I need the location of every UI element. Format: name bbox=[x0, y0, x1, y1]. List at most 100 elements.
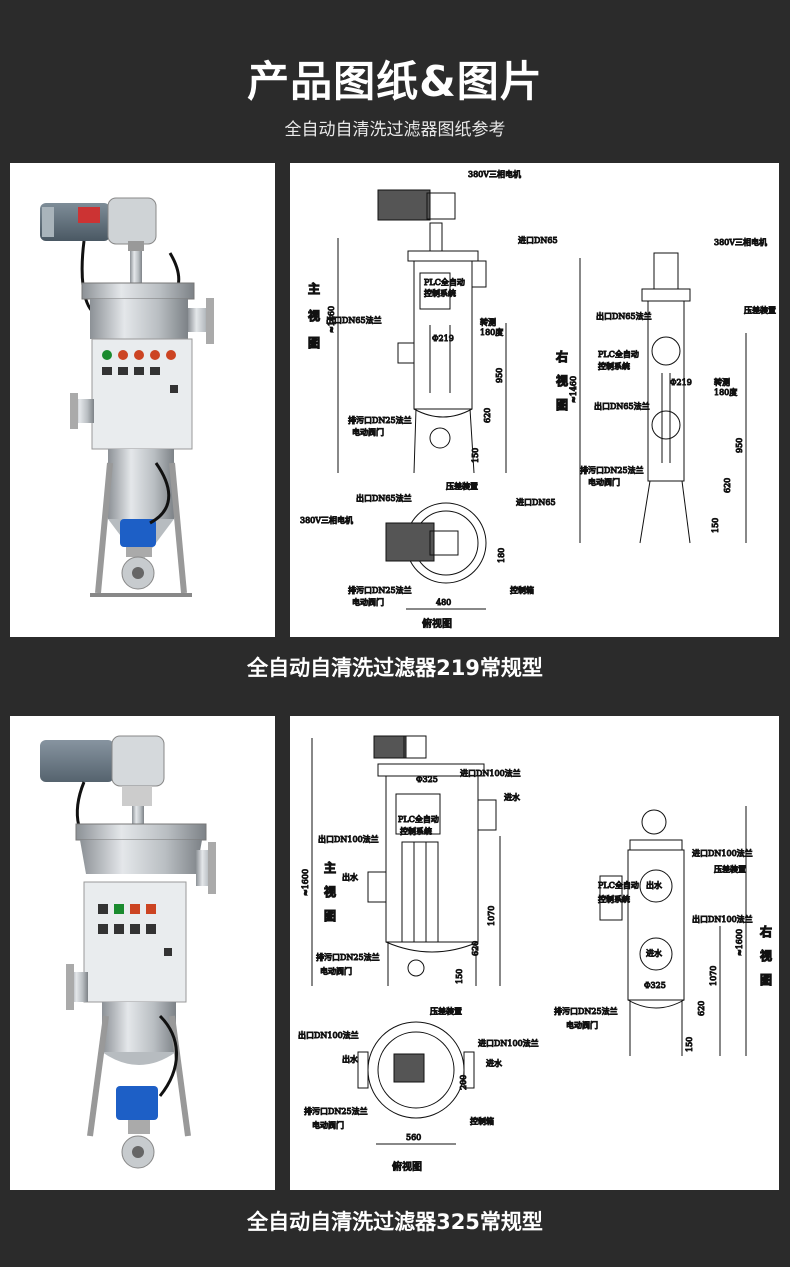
svg-text:150: 150 bbox=[685, 1037, 694, 1052]
svg-text:控制箱: 控制箱 bbox=[470, 1116, 494, 1126]
svg-text:180度: 180度 bbox=[714, 387, 737, 397]
svg-text:控制系统: 控制系统 bbox=[598, 894, 630, 904]
svg-text:排污口DN25法兰: 排污口DN25法兰 bbox=[554, 1006, 618, 1016]
svg-text:进口DN65: 进口DN65 bbox=[518, 236, 558, 245]
svg-text:PLC全自动: PLC全自动 bbox=[598, 880, 639, 890]
svg-text:380V三相电机: 380V三相电机 bbox=[714, 237, 767, 247]
svg-text:图: 图 bbox=[308, 336, 320, 350]
svg-text:380V三相电机: 380V三相电机 bbox=[300, 515, 353, 525]
product-photo-panel-325 bbox=[10, 716, 275, 1190]
svg-text:150: 150 bbox=[711, 518, 720, 533]
svg-text:560: 560 bbox=[406, 1133, 421, 1142]
svg-text:Φ219: Φ219 bbox=[670, 378, 692, 387]
front-view-label-1: 主 bbox=[308, 281, 320, 296]
svg-text:俯视图: 俯视图 bbox=[392, 1160, 422, 1173]
svg-text:电动阀门: 电动阀门 bbox=[352, 427, 384, 437]
product-photo-panel-219 bbox=[10, 163, 275, 637]
svg-text:150: 150 bbox=[471, 448, 480, 463]
svg-text:右: 右 bbox=[759, 924, 772, 939]
svg-text:进口DN100法兰: 进口DN100法兰 bbox=[478, 1038, 539, 1048]
svg-text:Φ325: Φ325 bbox=[416, 775, 438, 784]
svg-text:Φ325: Φ325 bbox=[644, 981, 666, 990]
svg-text:出水: 出水 bbox=[342, 1054, 358, 1064]
svg-text:180度: 180度 bbox=[480, 327, 503, 337]
filter-photo-illustration bbox=[40, 735, 216, 1169]
svg-text:620: 620 bbox=[483, 408, 492, 423]
svg-text:控制系统: 控制系统 bbox=[424, 288, 456, 298]
svg-text:620: 620 bbox=[723, 478, 732, 493]
svg-text:出口DN65法兰: 出口DN65法兰 bbox=[356, 493, 412, 503]
svg-text:压差装置: 压差装置 bbox=[714, 864, 746, 874]
filter-photo-illustration bbox=[40, 197, 214, 597]
svg-text:电动阀门: 电动阀门 bbox=[352, 597, 384, 607]
svg-text:排污口DN25法兰: 排污口DN25法兰 bbox=[348, 415, 412, 425]
svg-text:进口DN100法兰: 进口DN100法兰 bbox=[692, 848, 753, 858]
svg-text:电动阀门: 电动阀门 bbox=[320, 966, 352, 976]
svg-text:视: 视 bbox=[760, 948, 772, 963]
svg-text:电动阀门: 电动阀门 bbox=[566, 1020, 598, 1030]
svg-text:压差装置: 压差装置 bbox=[744, 305, 776, 315]
svg-text:950: 950 bbox=[735, 438, 744, 453]
svg-text:380V三相电机: 380V三相电机 bbox=[468, 169, 521, 179]
svg-text:进水: 进水 bbox=[486, 1058, 502, 1068]
svg-text:控制箱: 控制箱 bbox=[510, 585, 534, 595]
page-title: 产品图纸&图片 bbox=[247, 57, 543, 106]
svg-text:进水: 进水 bbox=[646, 948, 662, 958]
svg-text:图: 图 bbox=[760, 973, 772, 987]
svg-text:Φ219: Φ219 bbox=[432, 334, 454, 343]
svg-text:右: 右 bbox=[555, 349, 568, 364]
svg-text:1070: 1070 bbox=[487, 906, 496, 926]
technical-drawing-panel-325: 主 视 图 ≈1600 Φ325 PLC全自动 控制系统 进口DN100法兰 进… bbox=[290, 716, 779, 1190]
svg-text:压差装置: 压差装置 bbox=[430, 1006, 462, 1016]
svg-text:视: 视 bbox=[308, 308, 320, 323]
svg-text:压差装置: 压差装置 bbox=[446, 481, 478, 491]
svg-text:≈1460: ≈1460 bbox=[569, 376, 578, 403]
svg-text:电动阀门: 电动阀门 bbox=[588, 477, 620, 487]
svg-text:排污口DN25法兰: 排污口DN25法兰 bbox=[348, 585, 412, 595]
svg-text:电动阀门: 电动阀门 bbox=[312, 1120, 344, 1130]
svg-text:主: 主 bbox=[324, 860, 336, 875]
technical-drawing-panel-219: 主 视 图 ≈1460 380V三相电机 PLC全自动 控制系统 Φ219 进口… bbox=[290, 163, 779, 637]
svg-text:≈1600: ≈1600 bbox=[301, 869, 310, 896]
svg-text:出口DN100法兰: 出口DN100法兰 bbox=[298, 1030, 359, 1040]
svg-text:PLC全自动: PLC全自动 bbox=[598, 349, 639, 359]
svg-text:转测: 转测 bbox=[480, 317, 496, 327]
technical-drawing-lines: 主 视 图 ≈1600 Φ325 PLC全自动 控制系统 进口DN100法兰 进… bbox=[298, 735, 773, 1174]
svg-text:≈1460: ≈1460 bbox=[327, 306, 336, 333]
svg-text:480: 480 bbox=[436, 598, 451, 607]
svg-text:150: 150 bbox=[455, 969, 464, 984]
technical-drawing-lines: 主 视 图 ≈1460 380V三相电机 PLC全自动 控制系统 Φ219 进口… bbox=[300, 169, 777, 631]
svg-text:排污口DN25法兰: 排污口DN25法兰 bbox=[580, 465, 644, 475]
svg-text:俯视图: 俯视图 bbox=[422, 617, 452, 630]
svg-text:排污口DN25法兰: 排污口DN25法兰 bbox=[316, 952, 380, 962]
svg-text:进水: 进水 bbox=[504, 792, 520, 802]
svg-text:控制系统: 控制系统 bbox=[598, 361, 630, 371]
svg-text:出口DN65法兰: 出口DN65法兰 bbox=[596, 311, 652, 321]
svg-text:180: 180 bbox=[497, 548, 506, 563]
svg-text:950: 950 bbox=[495, 368, 504, 383]
svg-text:出口DN65法兰: 出口DN65法兰 bbox=[326, 315, 382, 325]
svg-text:PLC全自动: PLC全自动 bbox=[398, 814, 439, 824]
svg-text:视: 视 bbox=[556, 373, 568, 388]
svg-text:≈1600: ≈1600 bbox=[735, 929, 744, 956]
svg-text:出水: 出水 bbox=[342, 872, 358, 882]
svg-text:控制系统: 控制系统 bbox=[400, 826, 432, 836]
svg-text:视: 视 bbox=[324, 884, 336, 899]
svg-text:排污口DN25法兰: 排污口DN25法兰 bbox=[304, 1106, 368, 1116]
svg-text:出口DN65法兰: 出口DN65法兰 bbox=[594, 401, 650, 411]
svg-text:转测: 转测 bbox=[714, 377, 730, 387]
svg-text:图: 图 bbox=[556, 398, 568, 412]
svg-text:图: 图 bbox=[324, 909, 336, 923]
svg-text:出口DN100法兰: 出口DN100法兰 bbox=[318, 834, 379, 844]
svg-text:出水: 出水 bbox=[646, 880, 662, 890]
svg-text:进口DN65: 进口DN65 bbox=[516, 498, 556, 507]
svg-text:1070: 1070 bbox=[709, 966, 718, 986]
svg-text:PLC全自动: PLC全自动 bbox=[424, 277, 465, 287]
svg-text:进口DN100法兰: 进口DN100法兰 bbox=[460, 768, 521, 778]
svg-text:620: 620 bbox=[471, 941, 480, 956]
page-subtitle: 全自动自清洗过滤器图纸参考 bbox=[284, 120, 506, 140]
caption-325: 全自动自清洗过滤器325常规型 bbox=[247, 1210, 543, 1234]
svg-text:出口DN100法兰: 出口DN100法兰 bbox=[692, 914, 753, 924]
svg-text:620: 620 bbox=[697, 1001, 706, 1016]
svg-text:200: 200 bbox=[459, 1075, 468, 1090]
